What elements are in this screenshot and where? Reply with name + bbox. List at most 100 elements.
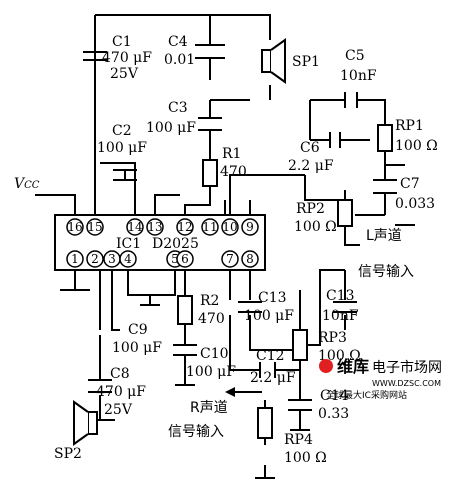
- r1-name: R1: [222, 146, 241, 162]
- sp2-speaker-icon: [73, 400, 98, 446]
- c14-value: 0.33: [318, 406, 349, 422]
- c13b-value: 10nF: [322, 308, 359, 324]
- sp2-name: SP2: [54, 446, 82, 462]
- pin-3-label: 3: [108, 252, 116, 266]
- pin-4-label: 4: [124, 252, 132, 266]
- c4-name: C4: [168, 34, 188, 50]
- c1-capacitor: [83, 51, 107, 61]
- c7-capacitor: [373, 179, 397, 194]
- pin-9-label: 9: [246, 220, 254, 234]
- left-input-line2: 信号输入: [358, 264, 414, 280]
- c9-value: 100 μF: [112, 340, 162, 356]
- right-input-line2: 信号输入: [168, 424, 224, 440]
- pin-10-circle: [221, 218, 239, 236]
- c14-name: C14: [320, 388, 349, 404]
- rp2-name: RP2: [296, 201, 325, 217]
- c12-capacitor: [259, 362, 276, 378]
- pin-16-circle: [66, 218, 84, 236]
- c3-name: C3: [168, 100, 188, 116]
- c10-capacitor: [173, 344, 197, 356]
- c8-capacitor: [88, 379, 112, 393]
- c1-rating: 25V: [110, 66, 139, 82]
- c8-name: C8: [110, 366, 130, 382]
- pin-6-circle: [176, 250, 194, 268]
- right-input-line1: R声道: [190, 400, 228, 416]
- vcc-subscript: CC: [24, 180, 40, 191]
- pin-13-circle: [146, 218, 164, 236]
- c2-value: 100 μF: [97, 140, 147, 156]
- pin-10-label: 10: [222, 220, 237, 234]
- c12-name: C12: [256, 348, 285, 364]
- pin-15-label: 15: [87, 220, 102, 234]
- c10-value: 100 μF: [186, 364, 236, 380]
- r1-resistor: [202, 159, 218, 187]
- rp3-potentiometer: [292, 329, 308, 361]
- watermark-brand: 维库: [337, 357, 369, 376]
- c13a-name: C13: [258, 290, 287, 306]
- rp4-value: 100 Ω: [284, 450, 327, 466]
- left-input-line1: L声道: [366, 228, 402, 244]
- pin-14-label: 14: [127, 220, 143, 234]
- rp2-value: 100 Ω: [294, 219, 337, 235]
- c13a-value: 100 μF: [244, 308, 294, 324]
- pin-7-label: 7: [226, 252, 234, 266]
- c7-value: 0.033: [395, 196, 435, 212]
- wires: [35, 14, 405, 479]
- watermark-logo-icon: [319, 359, 333, 373]
- ic1-part: D2025: [152, 236, 199, 252]
- c6-value: 2.2 μF: [288, 158, 334, 174]
- c6-name: C6: [300, 140, 320, 156]
- r-input-arrow-icon: [225, 387, 235, 397]
- sp1-speaker-icon: [261, 38, 286, 84]
- sp1-name: SP1: [292, 54, 320, 70]
- pin-12-circle: [176, 218, 194, 236]
- c9-name: C9: [128, 322, 148, 338]
- pin-8-circle: [241, 250, 259, 268]
- pin-8-label: 8: [246, 252, 254, 266]
- c2-name: C2: [112, 123, 132, 139]
- c13b-name: C13: [326, 288, 355, 304]
- c4-value: 0.01: [164, 52, 195, 68]
- pin-12-label: 12: [177, 220, 192, 234]
- c2-capacitor: [113, 169, 137, 181]
- r1-value: 470: [220, 164, 247, 180]
- c1-name: C1: [112, 34, 132, 50]
- c6-capacitor: [329, 132, 341, 148]
- c10-name: C10: [200, 346, 229, 362]
- c8-value: 470 μF: [96, 384, 146, 400]
- pin-1-label: 1: [71, 252, 79, 266]
- c3-capacitor: [198, 117, 222, 131]
- pin-14-circle: [126, 218, 144, 236]
- watermark-slogan: 全球最大IC采购网站: [326, 389, 407, 401]
- rp1-potentiometer: [377, 124, 393, 152]
- ic1-name: IC1: [116, 236, 141, 252]
- c1-value: 470 μF: [102, 50, 152, 66]
- c5-value: 10nF: [340, 68, 377, 84]
- c13-capacitor-b: [333, 301, 357, 313]
- rp2-potentiometer: [337, 199, 353, 227]
- pin-13-label: 13: [147, 220, 162, 234]
- pin-11-label: 11: [202, 220, 217, 234]
- c3-value: 100 μF: [146, 120, 196, 136]
- c14-capacitor: [288, 399, 312, 411]
- pin-1-circle: [66, 250, 84, 268]
- pin-15-circle: [86, 218, 104, 236]
- c5-capacitor: [344, 92, 358, 108]
- c8-rating: 25V: [104, 402, 133, 418]
- watermark-title: 电子市场网: [372, 359, 442, 376]
- c5-name: C5: [345, 48, 365, 64]
- pin-4-circle: [119, 250, 137, 268]
- pin-2-circle: [86, 250, 104, 268]
- pin-2-label: 2: [91, 252, 99, 266]
- pin-11-circle: [201, 218, 219, 236]
- r2-resistor: [177, 295, 193, 325]
- rp1-name: RP1: [395, 118, 424, 134]
- r2-name: R2: [200, 293, 219, 309]
- rp1-value: 100 Ω: [395, 138, 438, 154]
- c13-capacitor-a: [238, 301, 262, 313]
- pin-16-label: 16: [67, 220, 82, 234]
- rp4-potentiometer: [257, 407, 273, 439]
- vcc-label: VCC: [14, 176, 40, 192]
